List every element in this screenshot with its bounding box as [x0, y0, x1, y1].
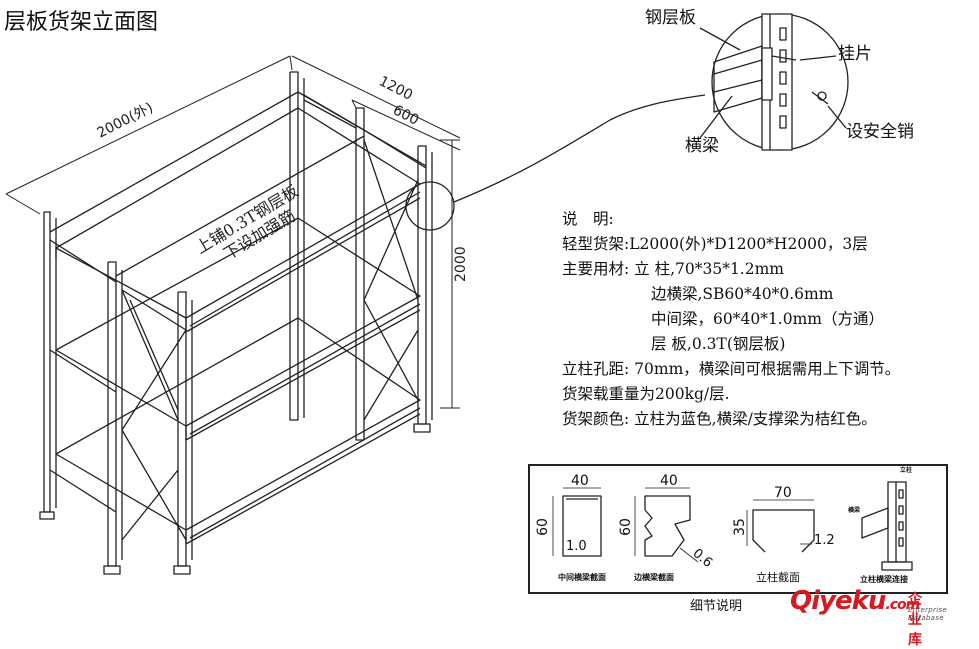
callout-hook: 挂片 [838, 44, 872, 64]
notes-line: 立柱孔距: 70mm，横梁间可根据需用上下调节。 [562, 360, 901, 378]
rack-upright-front-right [417, 145, 433, 425]
detail3-caption: 立柱截面 [756, 571, 800, 584]
rack-side-bracing-left [49, 239, 187, 541]
watermark-logo: Qiyeku.com 企业库 Enterprise Database [790, 586, 947, 648]
detail1-thickness: 1.0 [566, 539, 587, 554]
notes-line: 边横梁,SB60*40*0.6mm [651, 285, 834, 303]
watermark-en: Enterprise Database [908, 606, 948, 622]
detail4-caption: 立柱横梁连接 [860, 575, 908, 584]
detail3-thickness: 1.2 [814, 533, 835, 548]
detail1-caption: 中间横梁截面 [558, 573, 606, 582]
detail3-height: 35 [731, 518, 748, 536]
dim-length-label: 2000(外) [95, 100, 156, 142]
notes-line: 主要用材: 立 柱,70*35*1.2mm [562, 260, 784, 278]
spec-notes: 说 明: 轻型货架:L2000(外)*D1200*H2000，3层 主要用材: … [562, 207, 900, 432]
callout-steel-panel: 钢层板 [645, 8, 696, 28]
rack-feet [39, 423, 431, 575]
notes-line: 货架颜色: 立柱为蓝色,横梁/支撑梁为桔红色。 [562, 410, 877, 428]
detail-section-edge-beam [634, 487, 699, 563]
dimension-lines [5, 55, 461, 409]
page-title: 层板货架立面图 [4, 10, 159, 35]
detail1-height: 60 [534, 518, 551, 536]
notes-heading: 说 明: [562, 210, 614, 228]
detail-panel [528, 464, 948, 594]
detail-section-upright [746, 499, 815, 553]
detail-upright-beam-connection [861, 481, 913, 571]
notes-line: 货架载重量为200kg/层. [562, 385, 730, 403]
detail3-width: 70 [774, 485, 792, 501]
detail2-caption: 边横梁截面 [634, 573, 674, 582]
detail2-height: 60 [617, 518, 634, 536]
rack-upright-back-right [289, 71, 365, 441]
dim-depth-label: 1200 [376, 73, 415, 103]
rack-upright-front-mid [177, 291, 193, 567]
callout-beam: 横梁 [685, 136, 719, 156]
dim-height-label: 2000 [453, 246, 469, 282]
rack-side-bracing-right [303, 94, 427, 421]
detail-panel-title: 细节说明 [690, 599, 743, 614]
notes-line: 中间梁，60*40*1.0mm（方通） [651, 310, 884, 328]
rack-shelf-bottom [55, 317, 421, 545]
rack-top-rails [49, 91, 427, 277]
notes-line: 层 板,0.3T(钢层板) [651, 335, 786, 353]
detail-section-middle-beam [552, 487, 602, 557]
rack-upright-front-left [107, 261, 123, 567]
rack-upright-back-left [43, 211, 57, 513]
detail1-width: 40 [571, 473, 589, 489]
shelf-drawing: 2000(外) 1200 600 2000 上铺0.3T钢层板 下设加强筋 [5, 13, 913, 575]
detail4-label-top: 立柱 [900, 467, 913, 474]
rack-shelf-middle [55, 217, 421, 441]
watermark-main: Qiyeku [790, 586, 886, 616]
callout-safety-pin: 设安全销 [846, 122, 914, 142]
detail-zoom-callout [405, 13, 849, 231]
watermark-domain: .com [885, 597, 920, 613]
notes-line: 轻型货架:L2000(外)*D1200*H2000，3层 [562, 235, 868, 253]
detail4-label-side: 横梁 [848, 507, 861, 514]
detail2-width: 40 [660, 473, 678, 489]
